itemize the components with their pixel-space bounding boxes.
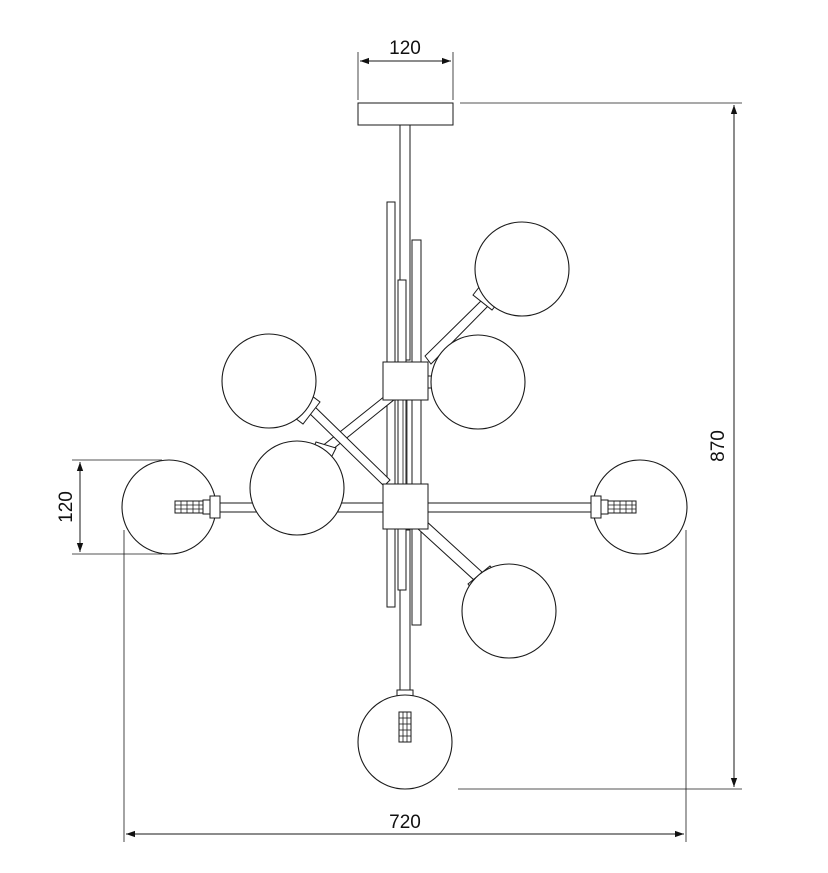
ceiling-canopy: [357, 102, 454, 126]
dimension-overall-width: 720: [123, 530, 687, 842]
overall-height-label: 870: [708, 430, 729, 462]
globe-top-left: [221, 333, 321, 429]
bulb-far-left: [174, 500, 204, 514]
globe-middle-right: [430, 334, 526, 430]
globe-bottom: [357, 689, 453, 790]
globe-middle-left: [249, 440, 345, 536]
lower-hub: [382, 483, 429, 530]
dimension-overall-height: 870: [458, 102, 742, 790]
globe-diameter-label: 120: [56, 491, 77, 523]
globe-far-left: [121, 459, 221, 555]
globe-lower-right: [461, 563, 557, 659]
bulb-far-right: [607, 500, 637, 514]
overall-width-label: 720: [389, 812, 421, 833]
globe-far-right: [590, 459, 688, 555]
dimension-canopy-width: 120: [357, 38, 454, 100]
dimension-globe-diameter: 120: [56, 459, 162, 555]
bulb-bottom: [398, 711, 412, 743]
globe-top-right: [472, 221, 570, 317]
upper-hub: [382, 361, 435, 401]
canopy-width-label: 120: [389, 38, 421, 59]
